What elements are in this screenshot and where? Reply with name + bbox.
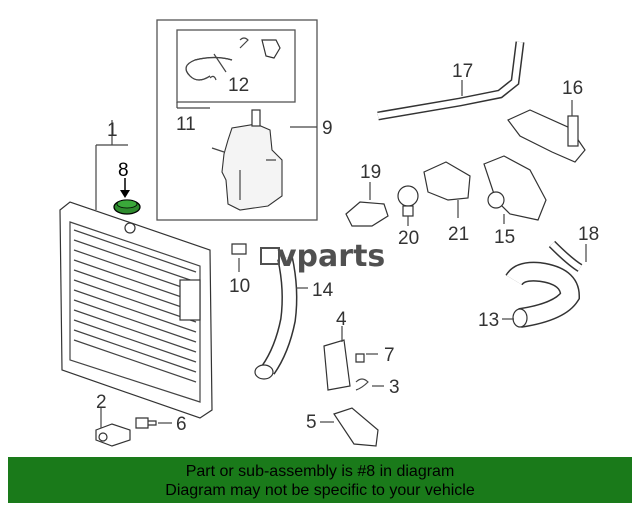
callout-5: 5 [306, 412, 317, 433]
bracket-5 [333, 407, 379, 447]
reservoir-filler-neck [251, 109, 261, 127]
coolant-reservoir [221, 123, 283, 211]
radiator-neck [124, 222, 136, 234]
callout-10: 10 [229, 276, 250, 297]
callout-13: 13 [478, 310, 499, 331]
callout-7: 7 [384, 345, 395, 366]
connector-part [261, 39, 281, 59]
water-outlet-16 [507, 109, 586, 163]
banner-line-2: Diagram may not be specific to your vehi… [165, 482, 475, 499]
callout-2: 2 [96, 392, 107, 413]
reservoir-inset-frame [156, 19, 318, 221]
cap-10 [231, 243, 247, 255]
part-info-banner: Part or sub-assembly is #8 in diagram Di… [8, 457, 632, 503]
callout-15: 15 [494, 227, 515, 248]
bracket-4 [323, 339, 351, 391]
bolt-7 [355, 353, 365, 363]
callout-1: 1 [107, 120, 118, 141]
callout-16: 16 [562, 78, 583, 99]
logo-text: vparts [277, 239, 385, 274]
radiator-side-bracket [179, 279, 201, 321]
banner-line-1: Part or sub-assembly is #8 in diagram [185, 463, 455, 480]
gasket-19 [345, 201, 389, 227]
clamp-part [239, 37, 249, 49]
callout-6: 6 [176, 414, 187, 435]
bolt-6 [135, 417, 157, 429]
callout-8: 8 [118, 160, 129, 181]
water-inlet-15 [483, 155, 547, 221]
vparts-logo: vparts [260, 239, 385, 274]
callout-12: 12 [228, 75, 249, 96]
callout-18: 18 [578, 224, 599, 245]
thermostat-20 [397, 185, 419, 207]
clamp-3 [355, 378, 369, 391]
callout-4: 4 [336, 309, 347, 330]
callout-19: 19 [360, 162, 381, 183]
thermostat-housing-21 [423, 161, 471, 201]
callout-11: 11 [176, 114, 196, 135]
parts-diagram: vparts 1 2 3 4 5 6 7 8 9 10 11 12 13 14 … [59, 19, 599, 447]
callout-9: 9 [322, 118, 333, 139]
callout-20: 20 [398, 228, 419, 249]
hose-inset-frame [176, 29, 296, 103]
callout-14: 14 [312, 280, 334, 301]
callout-3: 3 [389, 377, 400, 398]
callout-21: 21 [448, 224, 469, 245]
clamp-part-small [209, 75, 217, 81]
callout-17: 17 [452, 61, 473, 82]
